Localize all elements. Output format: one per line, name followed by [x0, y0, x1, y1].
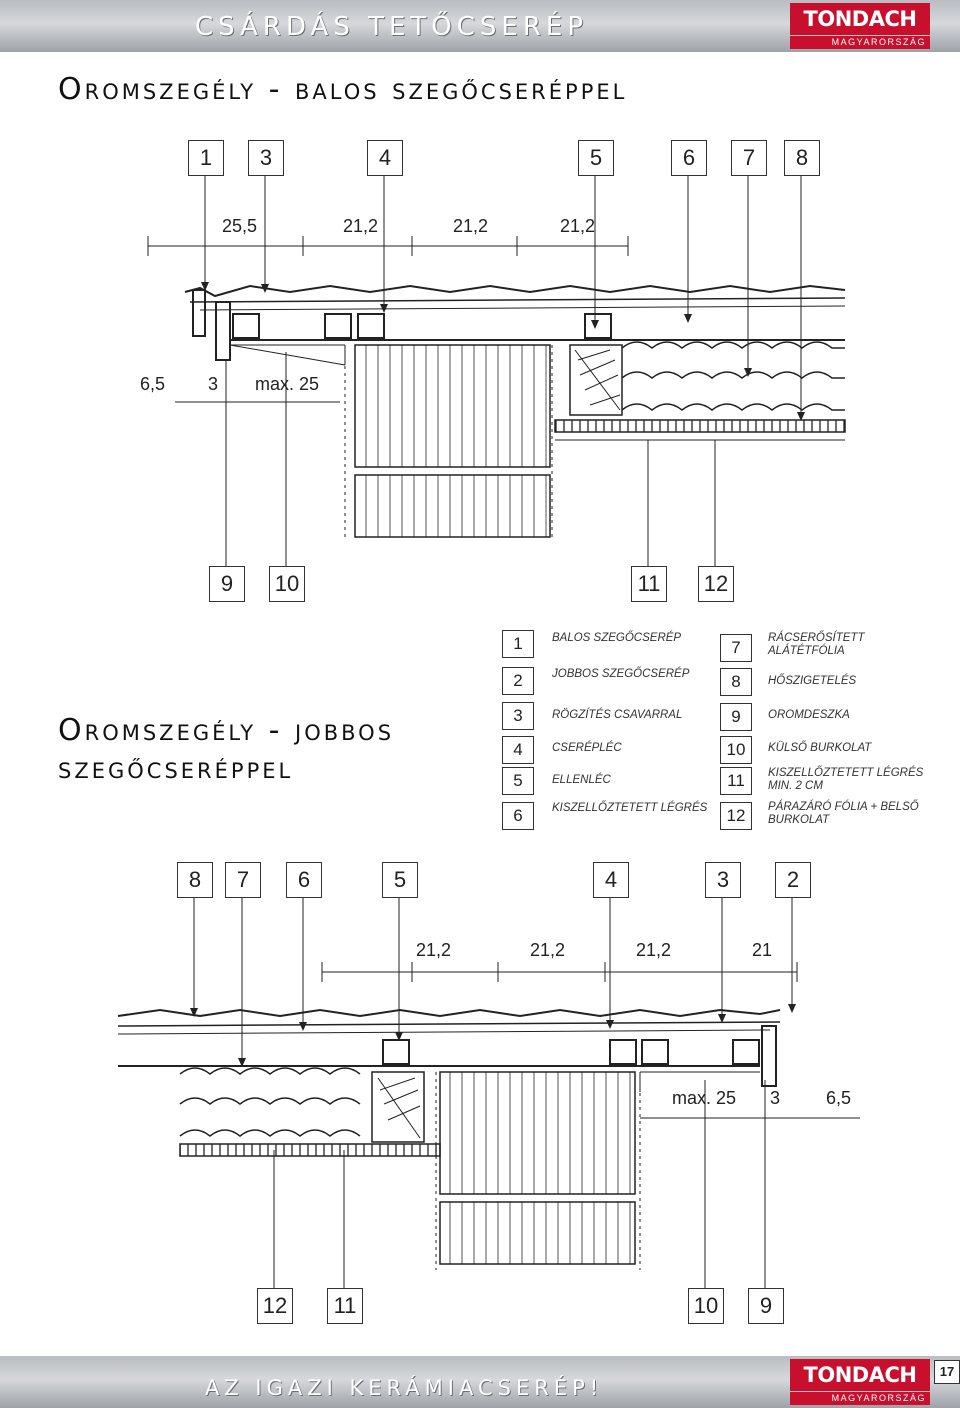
s1-top-label: 5 [578, 140, 614, 176]
tondach-logo: TONDACH MAGYARORSZÁG [790, 1359, 930, 1405]
footer-slogan: AZ IGAZI KERÁMIACSERÉP! [205, 1376, 604, 1400]
legend-text: Külső burkolat [768, 742, 872, 754]
s1-top-label: 7 [731, 140, 767, 176]
s1-small-dim: max. 25 [255, 374, 320, 394]
legend-num: 6 [502, 802, 534, 830]
s1-dim: 25,5 [222, 216, 258, 236]
legend-text: Ellenléc [552, 774, 611, 786]
legend-num: 7 [720, 634, 752, 662]
s1-bottom-label: 9 [209, 566, 245, 602]
logo-brand: TONDACH [790, 1359, 930, 1391]
legend-num: 12 [720, 802, 752, 830]
s2-bottom-label: 9 [748, 1288, 784, 1324]
s1-small-dim: 6,5 [140, 374, 166, 394]
s1-bottom-label: 12 [698, 566, 734, 602]
legend-num: 8 [720, 668, 752, 696]
page-number: 17 [934, 1360, 960, 1384]
s2-bottom-label: 11 [327, 1288, 363, 1324]
section2-title: Oromszegély - jobbos szegőcseréppel [58, 713, 395, 786]
s2-small-dim: max. 25 [672, 1088, 737, 1108]
s2-top-label: 8 [177, 862, 213, 898]
s1-small-dim: 3 [208, 374, 219, 394]
s1-bottom-label: 10 [269, 566, 305, 602]
header-title: CSÁRDÁS TETŐCSERÉP [195, 12, 589, 42]
legend-num: 9 [720, 703, 752, 731]
legend-text: Hőszigetelés [768, 675, 857, 687]
s1-dim: 21,2 [560, 216, 596, 236]
s2-dim: 21,2 [530, 940, 566, 960]
legend-text: Párazáró fólia + belső burkolat [768, 801, 919, 826]
s1-top-label: 3 [248, 140, 284, 176]
s2-top-label: 7 [225, 862, 261, 898]
logo-country: MAGYARORSZÁG [790, 36, 930, 49]
s2-dim: 21,2 [636, 940, 672, 960]
s1-top-label: 1 [188, 140, 224, 176]
s2-top-label: 6 [286, 862, 322, 898]
legend-text: Rácserősített alátétfólia [768, 632, 865, 657]
s2-bottom-label: 10 [688, 1288, 724, 1324]
section1-title: Oromszegély - balos szegőcseréppel [58, 72, 628, 107]
tondach-logo: TONDACH MAGYARORSZÁG [790, 3, 930, 49]
s2-top-label: 4 [593, 862, 629, 898]
legend-num: 2 [502, 667, 534, 695]
s2-small-dim: 6,5 [826, 1088, 852, 1108]
s1-roof-section [147, 176, 846, 566]
s2-small-dim: 3 [770, 1088, 781, 1108]
legend-text: Cserépléc [552, 742, 622, 754]
s1-bottom-label: 11 [631, 566, 667, 602]
legend-num: 3 [502, 702, 534, 730]
legend-text: Kiszellőztetett légrés [552, 802, 708, 814]
s2-roof-section [117, 898, 860, 1288]
header-banner: CSÁRDÁS TETŐCSERÉP TONDACH MAGYARORSZÁG [0, 0, 960, 52]
legend-num: 11 [720, 767, 752, 795]
legend-text: Jobbos szegőcserép [552, 668, 690, 680]
legend-num: 5 [502, 767, 534, 795]
s1-top-label: 8 [784, 140, 820, 176]
s2-top-label: 5 [382, 862, 418, 898]
s2-top-label: 3 [705, 862, 741, 898]
s2-dim: 21 [752, 940, 773, 960]
s2-top-label: 2 [775, 862, 811, 898]
s2-dim: 21,2 [416, 940, 452, 960]
s1-dim: 21,2 [453, 216, 489, 236]
s1-dim: 21,2 [343, 216, 379, 236]
legend-text: Rögzítés csavarral [552, 709, 683, 721]
logo-brand: TONDACH [790, 3, 930, 35]
legend-text: Balos szegőcserép [552, 632, 682, 644]
s2-bottom-label: 12 [257, 1288, 293, 1324]
legend-num: 4 [502, 736, 534, 764]
s1-top-label: 6 [671, 140, 707, 176]
legend-text: Kiszellőztetett légrés min. 2 cm [768, 767, 924, 792]
footer-banner: AZ IGAZI KERÁMIACSERÉP! TONDACH MAGYAROR… [0, 1356, 960, 1408]
logo-country: MAGYARORSZÁG [790, 1392, 930, 1405]
s1-top-label: 4 [367, 140, 403, 176]
legend-text: Oromdeszka [768, 709, 850, 721]
legend-num: 1 [502, 630, 534, 658]
legend-num: 10 [720, 736, 752, 764]
